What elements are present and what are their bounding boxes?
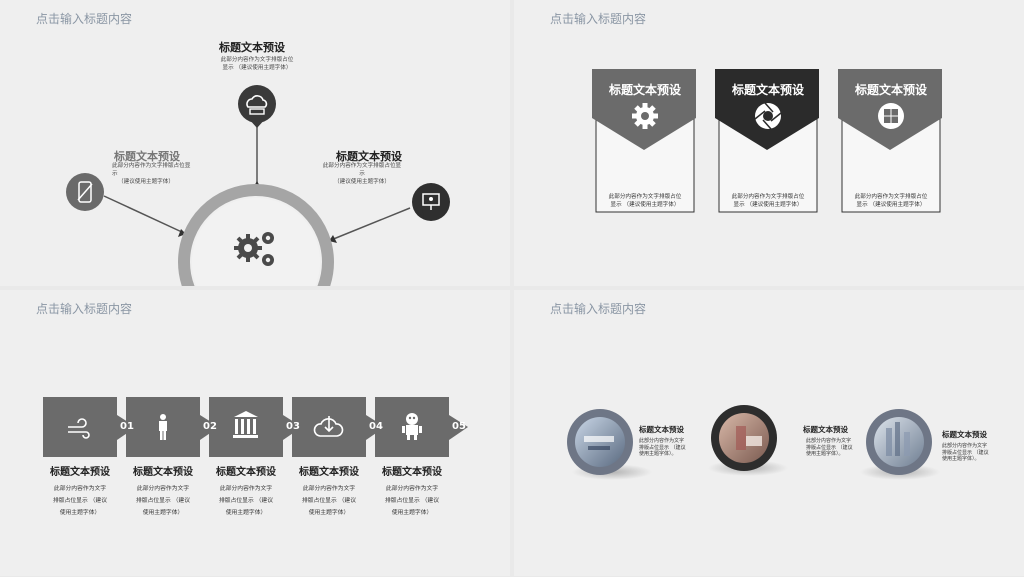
step-title[interactable]: 标题文本预设 bbox=[50, 467, 110, 478]
wind-icon bbox=[68, 418, 90, 439]
slide-panel-cards: 点击输入标题内容 标题文本预设 标题文本预设 标题文本预设 bbox=[514, 0, 1024, 286]
step-title[interactable]: 标题文本预设 bbox=[299, 467, 359, 478]
panel-title[interactable]: 点击输入标题内容 bbox=[36, 302, 133, 316]
item-title[interactable]: 标题文本预设 bbox=[803, 425, 848, 434]
step-desc[interactable]: 此部分内容作为文字排版占位显示 （建议使用主题字体） bbox=[135, 486, 190, 516]
item-desc[interactable]: 此部分内容作为文字排版占位显示 （建议使用主题字体）。 bbox=[806, 438, 853, 457]
panel-title[interactable]: 点击输入标题内容 bbox=[550, 302, 647, 316]
item-title[interactable]: 标题文本预设 bbox=[942, 430, 987, 439]
panel-title[interactable]: 点击输入标题内容 bbox=[36, 12, 133, 26]
aperture-icon bbox=[754, 102, 782, 130]
item-title[interactable]: 标题文本预设 bbox=[639, 425, 684, 434]
step-number: 05 bbox=[452, 421, 466, 432]
windows-icon bbox=[878, 103, 904, 129]
left-desc[interactable]: 此部分内容作为文字排版占位显示（建议使用主题字体） bbox=[112, 163, 191, 185]
step-title[interactable]: 标题文本预设 bbox=[216, 467, 276, 478]
step-number: 02 bbox=[203, 421, 217, 432]
card-desc[interactable]: 此部分内容作为文字排版占位显示 （建议使用主题字体） bbox=[608, 194, 682, 208]
right-desc[interactable]: 此部分内容作为文字排版占位显示（建议使用主题字体） bbox=[322, 163, 402, 185]
presentation-icon bbox=[412, 183, 450, 221]
step-desc[interactable]: 此部分内容作为文字排版占位显示 （建议使用主题字体） bbox=[384, 486, 439, 516]
left-title[interactable]: 标题文本预设 bbox=[114, 150, 180, 163]
gear-icon bbox=[632, 103, 658, 129]
step-number: 01 bbox=[120, 421, 134, 432]
step-number: 04 bbox=[369, 421, 383, 432]
photo-1 bbox=[567, 409, 633, 475]
panel-title[interactable]: 点击输入标题内容 bbox=[550, 12, 647, 26]
right-title[interactable]: 标题文本预设 bbox=[336, 150, 402, 163]
item-desc[interactable]: 此部分内容作为文字排版占位显示 （建议使用主题字体）。 bbox=[639, 438, 686, 457]
bank-icon bbox=[233, 411, 258, 438]
slide-panel-radial: 点击输入标题内容 标题文本预设 此部分内容作为文字排版占位显示 （建议使用主题字… bbox=[0, 0, 510, 286]
slide-panel-steps: 点击输入标题内容 01 02 03 04 05 标题文本预设 标题文本预设 标题… bbox=[0, 290, 510, 576]
step-title[interactable]: 标题文本预设 bbox=[382, 467, 442, 478]
step-number: 03 bbox=[286, 421, 300, 432]
top-title[interactable]: 标题文本预设 bbox=[219, 41, 285, 54]
step-desc[interactable]: 此部分内容作为文字排版占位显示 （建议使用主题字体） bbox=[218, 486, 273, 516]
cloud-icon bbox=[238, 85, 276, 128]
card-desc[interactable]: 此部分内容作为文字排版占位显示 （建议使用主题字体） bbox=[854, 194, 928, 208]
step-desc[interactable]: 此部分内容作为文字排版占位显示 （建议使用主题字体） bbox=[52, 486, 107, 516]
phone-icon bbox=[66, 173, 104, 211]
card-desc[interactable]: 此部分内容作为文字排版占位显示 （建议使用主题字体） bbox=[731, 194, 805, 208]
card-title[interactable]: 标题文本预设 bbox=[854, 83, 927, 97]
photo-3 bbox=[866, 409, 932, 475]
step-desc[interactable]: 此部分内容作为文字排版占位显示 （建议使用主题字体） bbox=[301, 486, 356, 516]
robot-icon bbox=[402, 413, 422, 440]
cloud-download-icon bbox=[313, 416, 344, 437]
item-desc[interactable]: 此部分内容作为文字排版占位显示 （建议使用主题字体）。 bbox=[942, 443, 989, 462]
gears-icon bbox=[234, 232, 274, 266]
person-icon bbox=[159, 414, 167, 440]
step-title[interactable]: 标题文本预设 bbox=[133, 467, 193, 478]
card-title[interactable]: 标题文本预设 bbox=[608, 83, 681, 97]
slide-panel-photos: 点击输入标题内容 标题文本预设 标题文本预设 标题文本预设 此部分内容作为文字排… bbox=[514, 290, 1024, 576]
step-shapes bbox=[43, 397, 468, 457]
top-desc[interactable]: 此部分内容作为文字排版占位显示 （建议使用主题字体） bbox=[220, 57, 294, 71]
photo-2 bbox=[711, 405, 777, 471]
card-title[interactable]: 标题文本预设 bbox=[731, 83, 804, 97]
